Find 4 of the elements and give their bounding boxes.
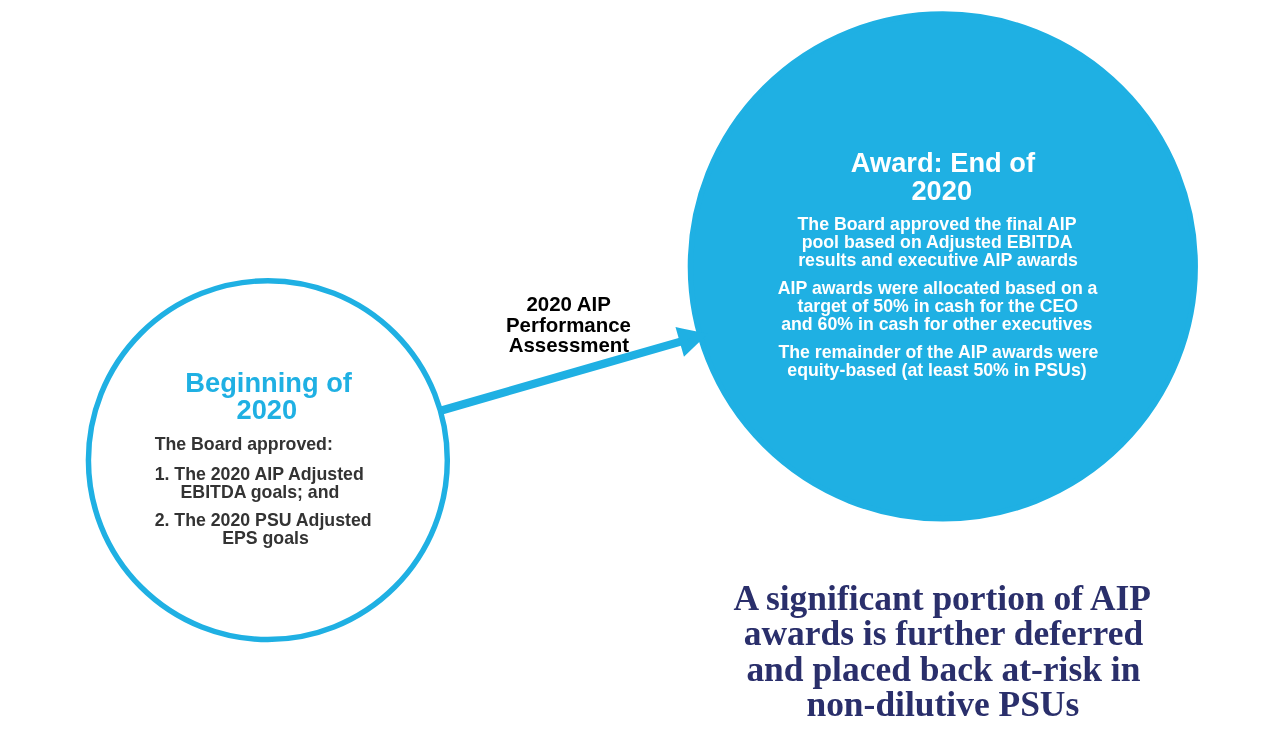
- edge-label: 2020 AIP Performance Assessment: [505, 292, 631, 357]
- node-circle: Beginning of 2020 The Board approved: 1. The 2020 AIP Adjusted EBITDA goals; and 2. The 2020 PSU Adjusted EPS goals: [85, 278, 450, 643]
- node-circle: Award: End of 2020 The Board approved the final AIP pool based on Adjusted EBITDA results and executive AIP awards AIP awards were allocated based on a target of 50% in cash for the CEO and 60% in cash for other executives The remainder of the AIP awards were equity-based (at least 50% in PSUs): [687, 11, 1198, 522]
- label: A significant portion of AIP awards is further deferred and placed back at-risk in non-dilutive PSUs: [732, 577, 1151, 725]
